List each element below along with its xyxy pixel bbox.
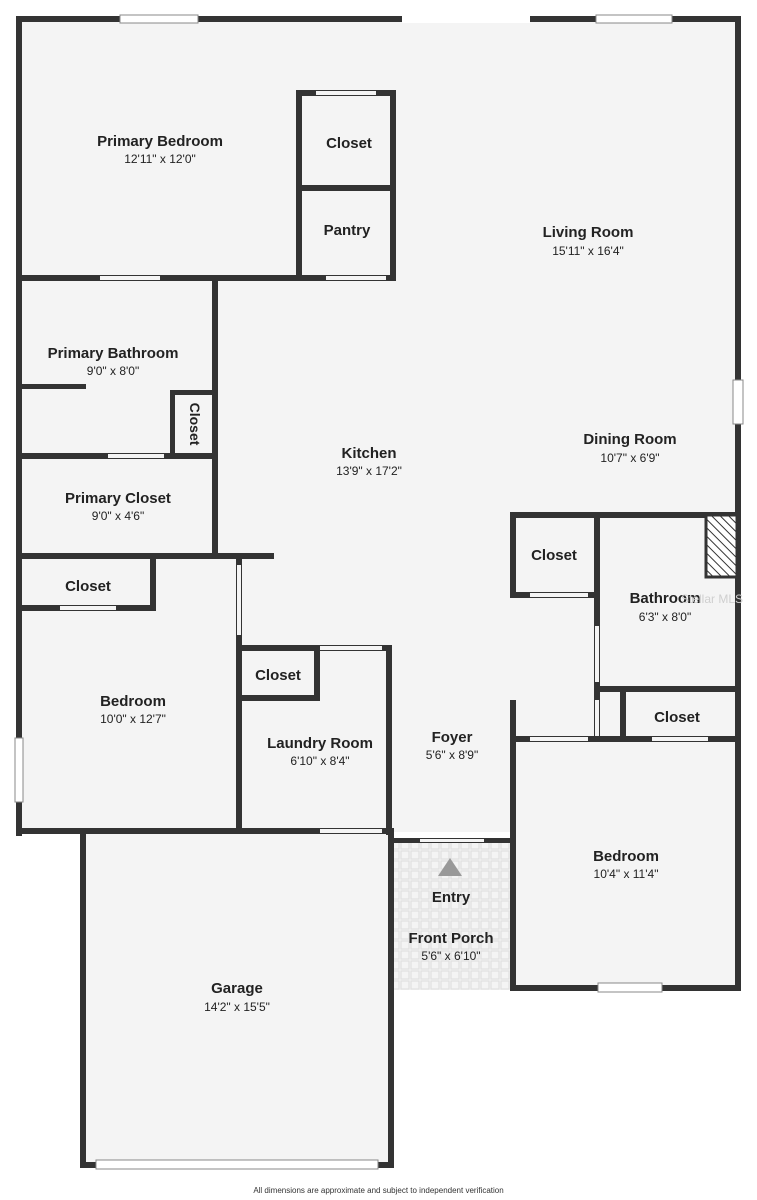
room-dimensions: 5'6" x 6'10" bbox=[421, 949, 480, 963]
disclaimer-footnote: All dimensions are approximate and subje… bbox=[253, 1186, 504, 1195]
room-laundry-room: Laundry Room 6'10" x 8'4" bbox=[267, 735, 373, 768]
room-dimensions: 14'2" x 15'5" bbox=[204, 1000, 270, 1014]
watermark: Stellar MLS bbox=[681, 592, 743, 606]
room-dimensions: 12'11" x 12'0" bbox=[124, 152, 196, 166]
room-primary-bathroom: Primary Bathroom 9'0" x 8'0" bbox=[48, 345, 179, 378]
room-name: Closet bbox=[531, 547, 577, 564]
entry-arrow-icon bbox=[438, 858, 462, 876]
room-name: Dining Room bbox=[583, 431, 676, 448]
room-name: Closet bbox=[65, 578, 111, 595]
room-closet-b: Closet bbox=[65, 578, 111, 595]
room-name: Primary Bathroom bbox=[48, 345, 179, 362]
door-openings bbox=[60, 24, 708, 842]
room-dining-room: Dining Room 10'7" x 6'9" bbox=[583, 431, 676, 465]
floor-fill bbox=[20, 20, 737, 1164]
room-dimensions: 15'11" x 16'4" bbox=[552, 244, 624, 258]
room-name: Kitchen bbox=[341, 445, 396, 462]
room-name: Laundry Room bbox=[267, 735, 373, 752]
room-primary-bedroom: Primary Bedroom 12'11" x 12'0" bbox=[97, 133, 223, 166]
room-name: Living Room bbox=[543, 224, 634, 241]
room-name: Foyer bbox=[432, 729, 473, 746]
room-dimensions: 6'10" x 8'4" bbox=[290, 754, 349, 768]
hatched-block bbox=[704, 513, 739, 579]
room-closet-c: Closet bbox=[531, 547, 577, 564]
room-name: Bedroom bbox=[593, 848, 659, 865]
room-dimensions: 9'0" x 4'6" bbox=[92, 509, 144, 523]
room-bathroom: Bathroom 6'3" x 8'0" bbox=[630, 590, 701, 624]
room-entry: Entry bbox=[432, 889, 471, 906]
room-name: Closet bbox=[255, 667, 301, 684]
room-dimensions: 10'7" x 6'9" bbox=[600, 451, 659, 465]
room-name: Primary Bedroom bbox=[97, 133, 223, 150]
room-garage: Garage 14'2" x 15'5" bbox=[204, 980, 270, 1014]
room-name: Primary Closet bbox=[65, 490, 171, 507]
room-closet-d: Closet bbox=[255, 667, 301, 684]
room-name: Bathroom bbox=[630, 590, 701, 607]
room-closet-vertical: Closet bbox=[187, 403, 203, 446]
room-name: Bedroom bbox=[100, 693, 166, 710]
room-name: Entry bbox=[432, 889, 471, 906]
room-dimensions: 9'0" x 8'0" bbox=[87, 364, 139, 378]
room-front-porch: Front Porch 5'6" x 6'10" bbox=[409, 930, 494, 963]
room-bedroom-b: Bedroom 10'4" x 11'4" bbox=[593, 848, 659, 881]
room-name: Garage bbox=[211, 980, 263, 997]
room-bedroom-a: Bedroom 10'0" x 12'7" bbox=[100, 693, 166, 726]
room-primary-closet: Primary Closet 9'0" x 4'6" bbox=[65, 490, 171, 523]
room-dimensions: 13'9" x 17'2" bbox=[336, 464, 402, 478]
windows bbox=[14, 14, 744, 1170]
room-living-room: Living Room 15'11" x 16'4" bbox=[543, 224, 634, 258]
room-name: Closet bbox=[326, 135, 372, 152]
room-closet-a: Closet bbox=[326, 135, 372, 152]
room-foyer: Foyer 5'6" x 8'9" bbox=[426, 729, 478, 762]
room-name: Closet bbox=[187, 403, 203, 446]
room-dimensions: 5'6" x 8'9" bbox=[426, 748, 478, 762]
room-pantry: Pantry bbox=[324, 222, 371, 239]
room-name: Closet bbox=[654, 709, 700, 726]
room-name: Front Porch bbox=[409, 930, 494, 947]
room-dimensions: 10'4" x 11'4" bbox=[594, 867, 659, 881]
room-dimensions: 6'3" x 8'0" bbox=[639, 610, 691, 624]
room-closet-e: Closet bbox=[654, 709, 700, 726]
room-kitchen: Kitchen 13'9" x 17'2" bbox=[336, 445, 402, 478]
room-dimensions: 10'0" x 12'7" bbox=[100, 712, 166, 726]
room-name: Pantry bbox=[324, 222, 371, 239]
